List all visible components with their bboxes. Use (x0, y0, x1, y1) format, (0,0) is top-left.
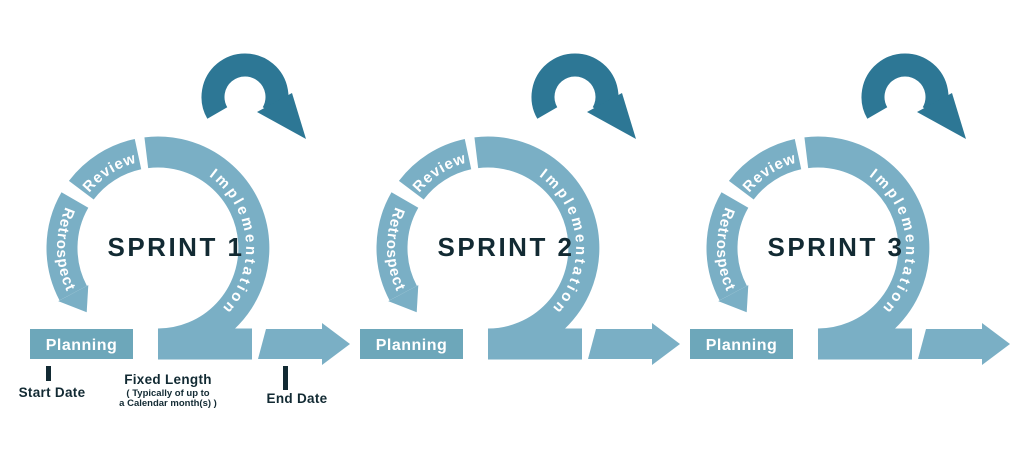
review-arc (728, 138, 802, 200)
iteration-loop-arc (201, 53, 289, 119)
sprint-title: SPRINT 2 (437, 232, 574, 262)
retrospect-arc (706, 192, 749, 301)
iteration-loop-arrowhead-icon (257, 93, 306, 139)
iteration-loop-arrowhead-icon (917, 93, 966, 139)
implementation-arc (474, 136, 600, 360)
retrospect-arrowhead-icon (388, 285, 419, 313)
iteration-loop-arc (531, 53, 619, 119)
fixed-length-line2: ( Typically of up to (126, 388, 209, 399)
iteration-loop-arc (861, 53, 949, 119)
implementation-arc (804, 136, 930, 360)
planning-label: Planning (376, 337, 448, 354)
planning-label: Planning (46, 337, 118, 354)
next-sprint-arrow-icon (918, 323, 1010, 365)
sprint-title: SPRINT 1 (107, 232, 244, 262)
fixed-length-line3: a Calendar month(s) ) (119, 398, 217, 409)
sprint-unit: Planning Review Retrospect Implementatio… (690, 53, 1010, 365)
review-arc (398, 138, 472, 200)
retrospect-arrowhead-icon (718, 285, 749, 313)
review-arc (68, 138, 142, 200)
sprint-unit: Planning Review Retrospect Implementatio… (360, 53, 680, 365)
retrospect-arc (46, 192, 89, 301)
sprint-unit: Planning Review Retrospect Implementatio… (30, 53, 350, 365)
implementation-arc (144, 136, 270, 360)
end-date-label: End Date (267, 391, 328, 406)
timeline-annotations: Start Date Fixed Length ( Typically of u… (19, 366, 328, 409)
planning-bar (30, 329, 133, 359)
planning-label: Planning (706, 337, 778, 354)
end-date-tick (283, 366, 288, 390)
planning-bar (690, 329, 793, 359)
planning-bar (360, 329, 463, 359)
retrospect-arc (376, 192, 419, 301)
start-date-tick (46, 366, 51, 381)
next-sprint-arrow-icon (588, 323, 680, 365)
iteration-loop-arrowhead-icon (587, 93, 636, 139)
retrospect-arrowhead-icon (58, 285, 89, 313)
start-date-label: Start Date (19, 385, 86, 400)
next-sprint-arrow-icon (258, 323, 350, 365)
sprint-title: SPRINT 3 (767, 232, 904, 262)
fixed-length-title: Fixed Length (124, 372, 212, 387)
